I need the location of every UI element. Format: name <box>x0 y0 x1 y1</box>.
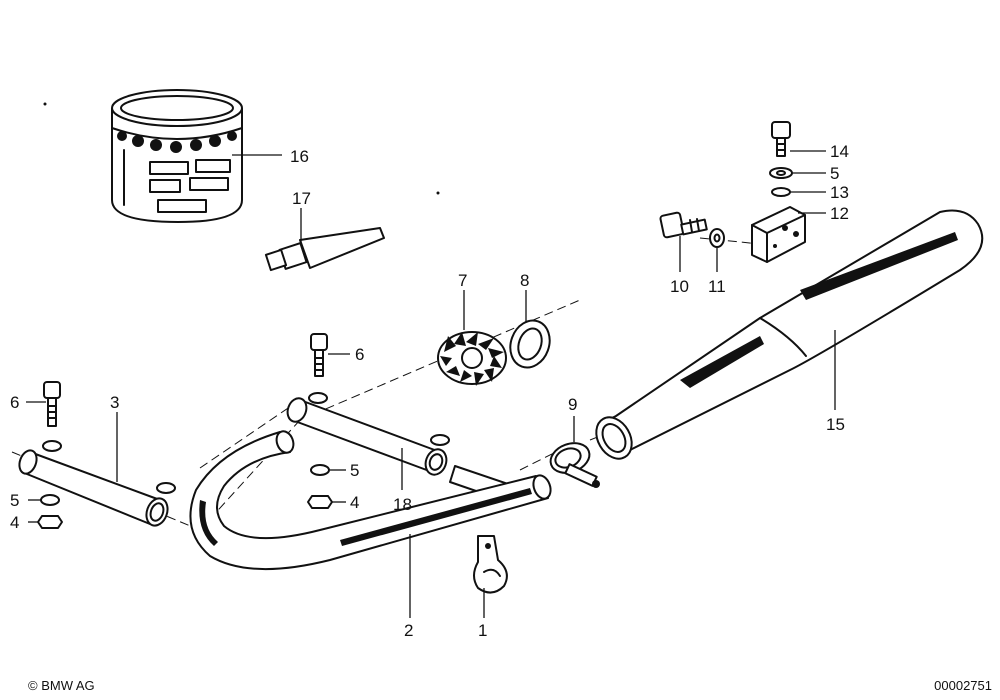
washer-nut-mid <box>307 464 346 509</box>
bolt-and-washer <box>659 211 725 272</box>
bracket-fasteners <box>751 121 826 263</box>
cross-tube-left <box>18 412 176 527</box>
callout-5-mid: 5 <box>350 461 359 480</box>
callout-4-left: 4 <box>10 513 19 532</box>
bracket-clip <box>473 535 508 618</box>
callout-6-left: 6 <box>10 393 19 412</box>
callout-labels: 16 17 14 5 13 12 10 11 7 8 6 6 3 5 4 9 1… <box>10 142 849 640</box>
callout-8: 8 <box>520 271 529 290</box>
callout-16: 16 <box>290 147 309 166</box>
callout-12: 12 <box>830 204 849 223</box>
washer-nut-left <box>28 494 63 529</box>
callout-3: 3 <box>110 393 119 412</box>
grease-tube <box>264 208 385 272</box>
callout-2: 2 <box>404 621 413 640</box>
callout-4-mid: 4 <box>350 493 359 512</box>
diffuser-cone <box>437 290 507 386</box>
callout-9: 9 <box>568 395 577 414</box>
clamp <box>549 416 600 488</box>
cross-tube-mid <box>286 392 521 505</box>
document-number: 00002751 <box>934 678 992 693</box>
callout-17: 17 <box>292 189 311 208</box>
silencer <box>595 209 984 460</box>
gasket-ring <box>509 290 551 369</box>
callout-5-bracket: 5 <box>830 164 839 183</box>
speck <box>436 191 440 195</box>
callout-13: 13 <box>830 183 849 202</box>
callout-1: 1 <box>478 621 487 640</box>
callout-7: 7 <box>458 271 467 290</box>
callout-11: 11 <box>708 277 726 296</box>
callout-14: 14 <box>830 142 849 161</box>
callout-10: 10 <box>670 277 689 296</box>
callout-5-left: 5 <box>10 491 19 510</box>
bolt-left <box>26 381 61 427</box>
bolt-upper <box>310 333 350 377</box>
callout-15: 15 <box>826 415 845 434</box>
exhaust-bend <box>189 430 552 618</box>
tin-can <box>111 89 282 223</box>
callout-6-upper: 6 <box>355 345 364 364</box>
speck <box>43 102 47 106</box>
callout-18: 18 <box>393 495 412 514</box>
copyright-notice: © BMW AG <box>28 678 95 693</box>
